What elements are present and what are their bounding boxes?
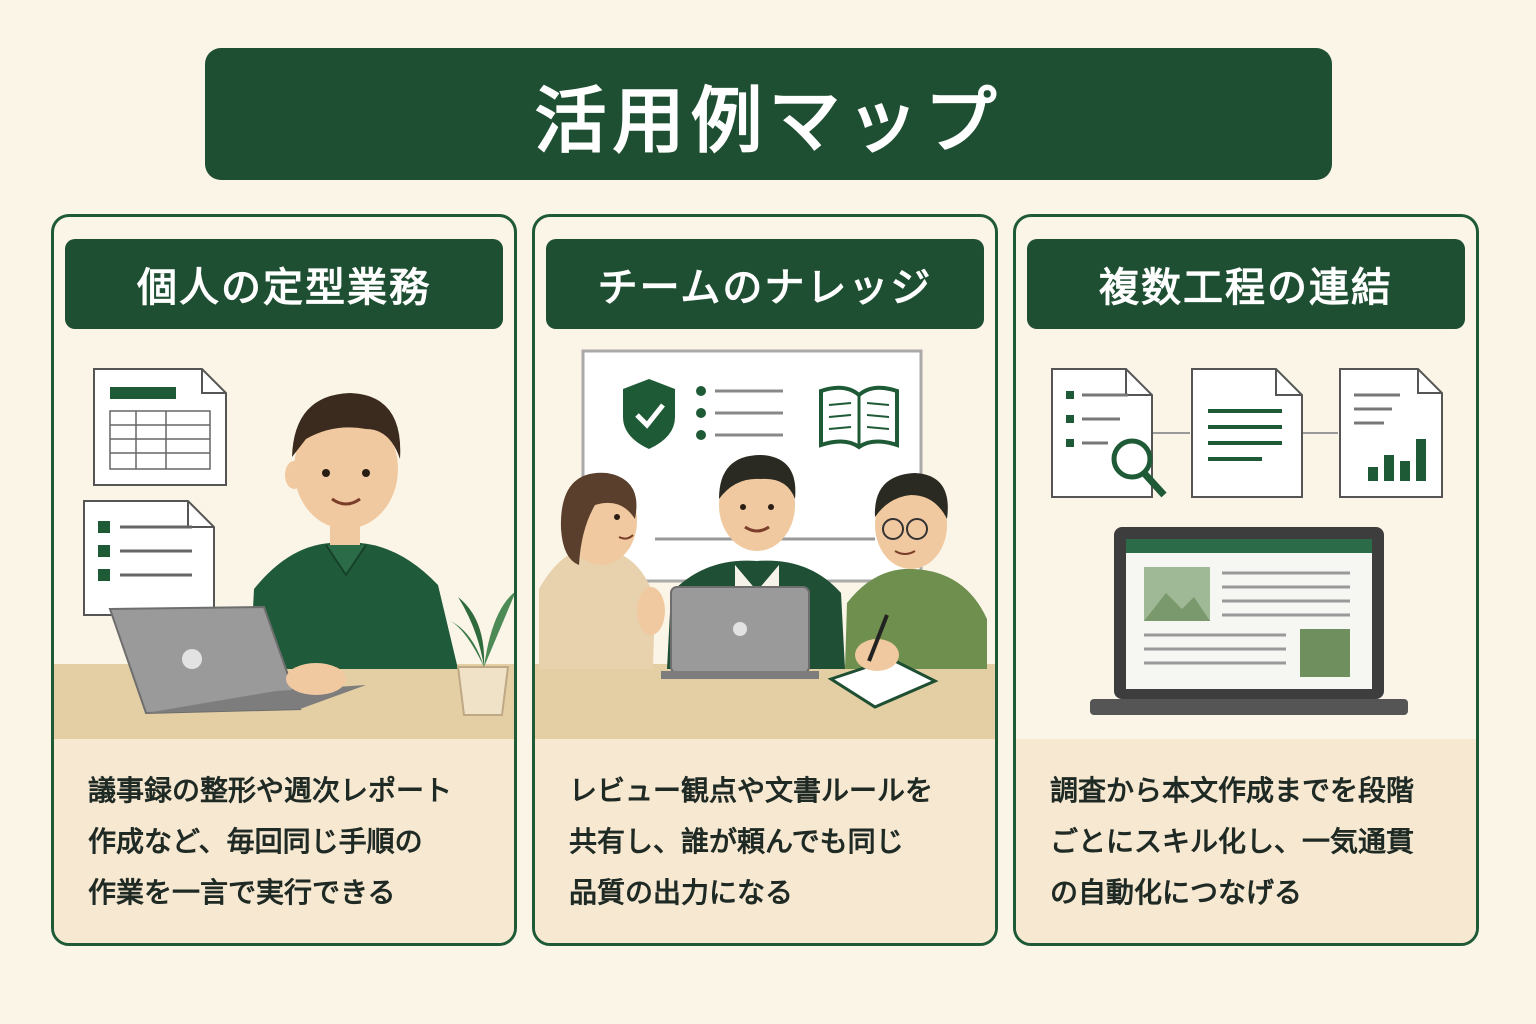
description-line: の自動化につなげる — [1050, 876, 1303, 909]
card-team-knowledge: チームのナレッジ — [532, 214, 998, 946]
chart-document-icon — [1339, 368, 1443, 498]
card-description: 調査から本文作成までを段階 ごとにスキル化し、一気通貫 の自動化につなげる — [1016, 739, 1476, 943]
card-heading-bar: チームのナレッジ — [546, 239, 984, 329]
search-document-icon — [1051, 368, 1167, 498]
shield-check-icon — [623, 379, 675, 449]
card-multi-step-chain: 複数工程の連結 — [1013, 214, 1479, 946]
illustration-team-meeting — [535, 329, 995, 739]
card-heading: 複数工程の連結 — [1099, 265, 1393, 311]
page-title: 活用例マップ — [534, 78, 1003, 163]
spreadsheet-document-icon — [93, 368, 227, 486]
card-description: 議事録の整形や週次レポート 作成など、毎回同じ手順の 作業を一言で実行できる — [54, 739, 514, 943]
card-heading: チームのナレッジ — [597, 265, 933, 311]
description-line: 調査から本文作成までを段階 — [1050, 774, 1415, 807]
description-line: 作成など、毎回同じ手順の — [88, 825, 423, 858]
open-book-icon — [819, 385, 899, 450]
notebook-pen-icon — [827, 614, 939, 709]
card-description: レビュー観点や文書ルールを 共有し、誰が頼んでも同じ 品質の出力になる — [535, 739, 995, 943]
potted-plant-icon — [446, 592, 514, 716]
list-icon — [696, 386, 783, 440]
description-line: 共有し、誰が頼んでも同じ — [569, 825, 904, 858]
text-document-icon — [1191, 368, 1303, 498]
illustration-person-at-laptop — [54, 329, 514, 739]
card-heading: 個人の定型業務 — [137, 265, 431, 311]
description-line: 作業を一言で実行できる — [88, 876, 396, 909]
card-personal-routine: 個人の定型業務 — [51, 214, 517, 946]
description-line: ごとにスキル化し、一気通貫 — [1050, 825, 1415, 858]
description-line: レビュー観点や文書ルールを — [569, 774, 934, 807]
description-line: 議事録の整形や週次レポート — [88, 774, 453, 807]
laptop-icon — [661, 586, 819, 679]
laptop-icon — [1090, 527, 1408, 715]
title-banner: 活用例マップ — [205, 48, 1332, 180]
card-heading-bar: 個人の定型業務 — [65, 239, 503, 329]
description-line: 品質の出力になる — [569, 876, 794, 909]
checklist-document-icon — [83, 500, 215, 616]
card-heading-bar: 複数工程の連結 — [1027, 239, 1465, 329]
illustration-workflow-chain — [1016, 329, 1476, 739]
